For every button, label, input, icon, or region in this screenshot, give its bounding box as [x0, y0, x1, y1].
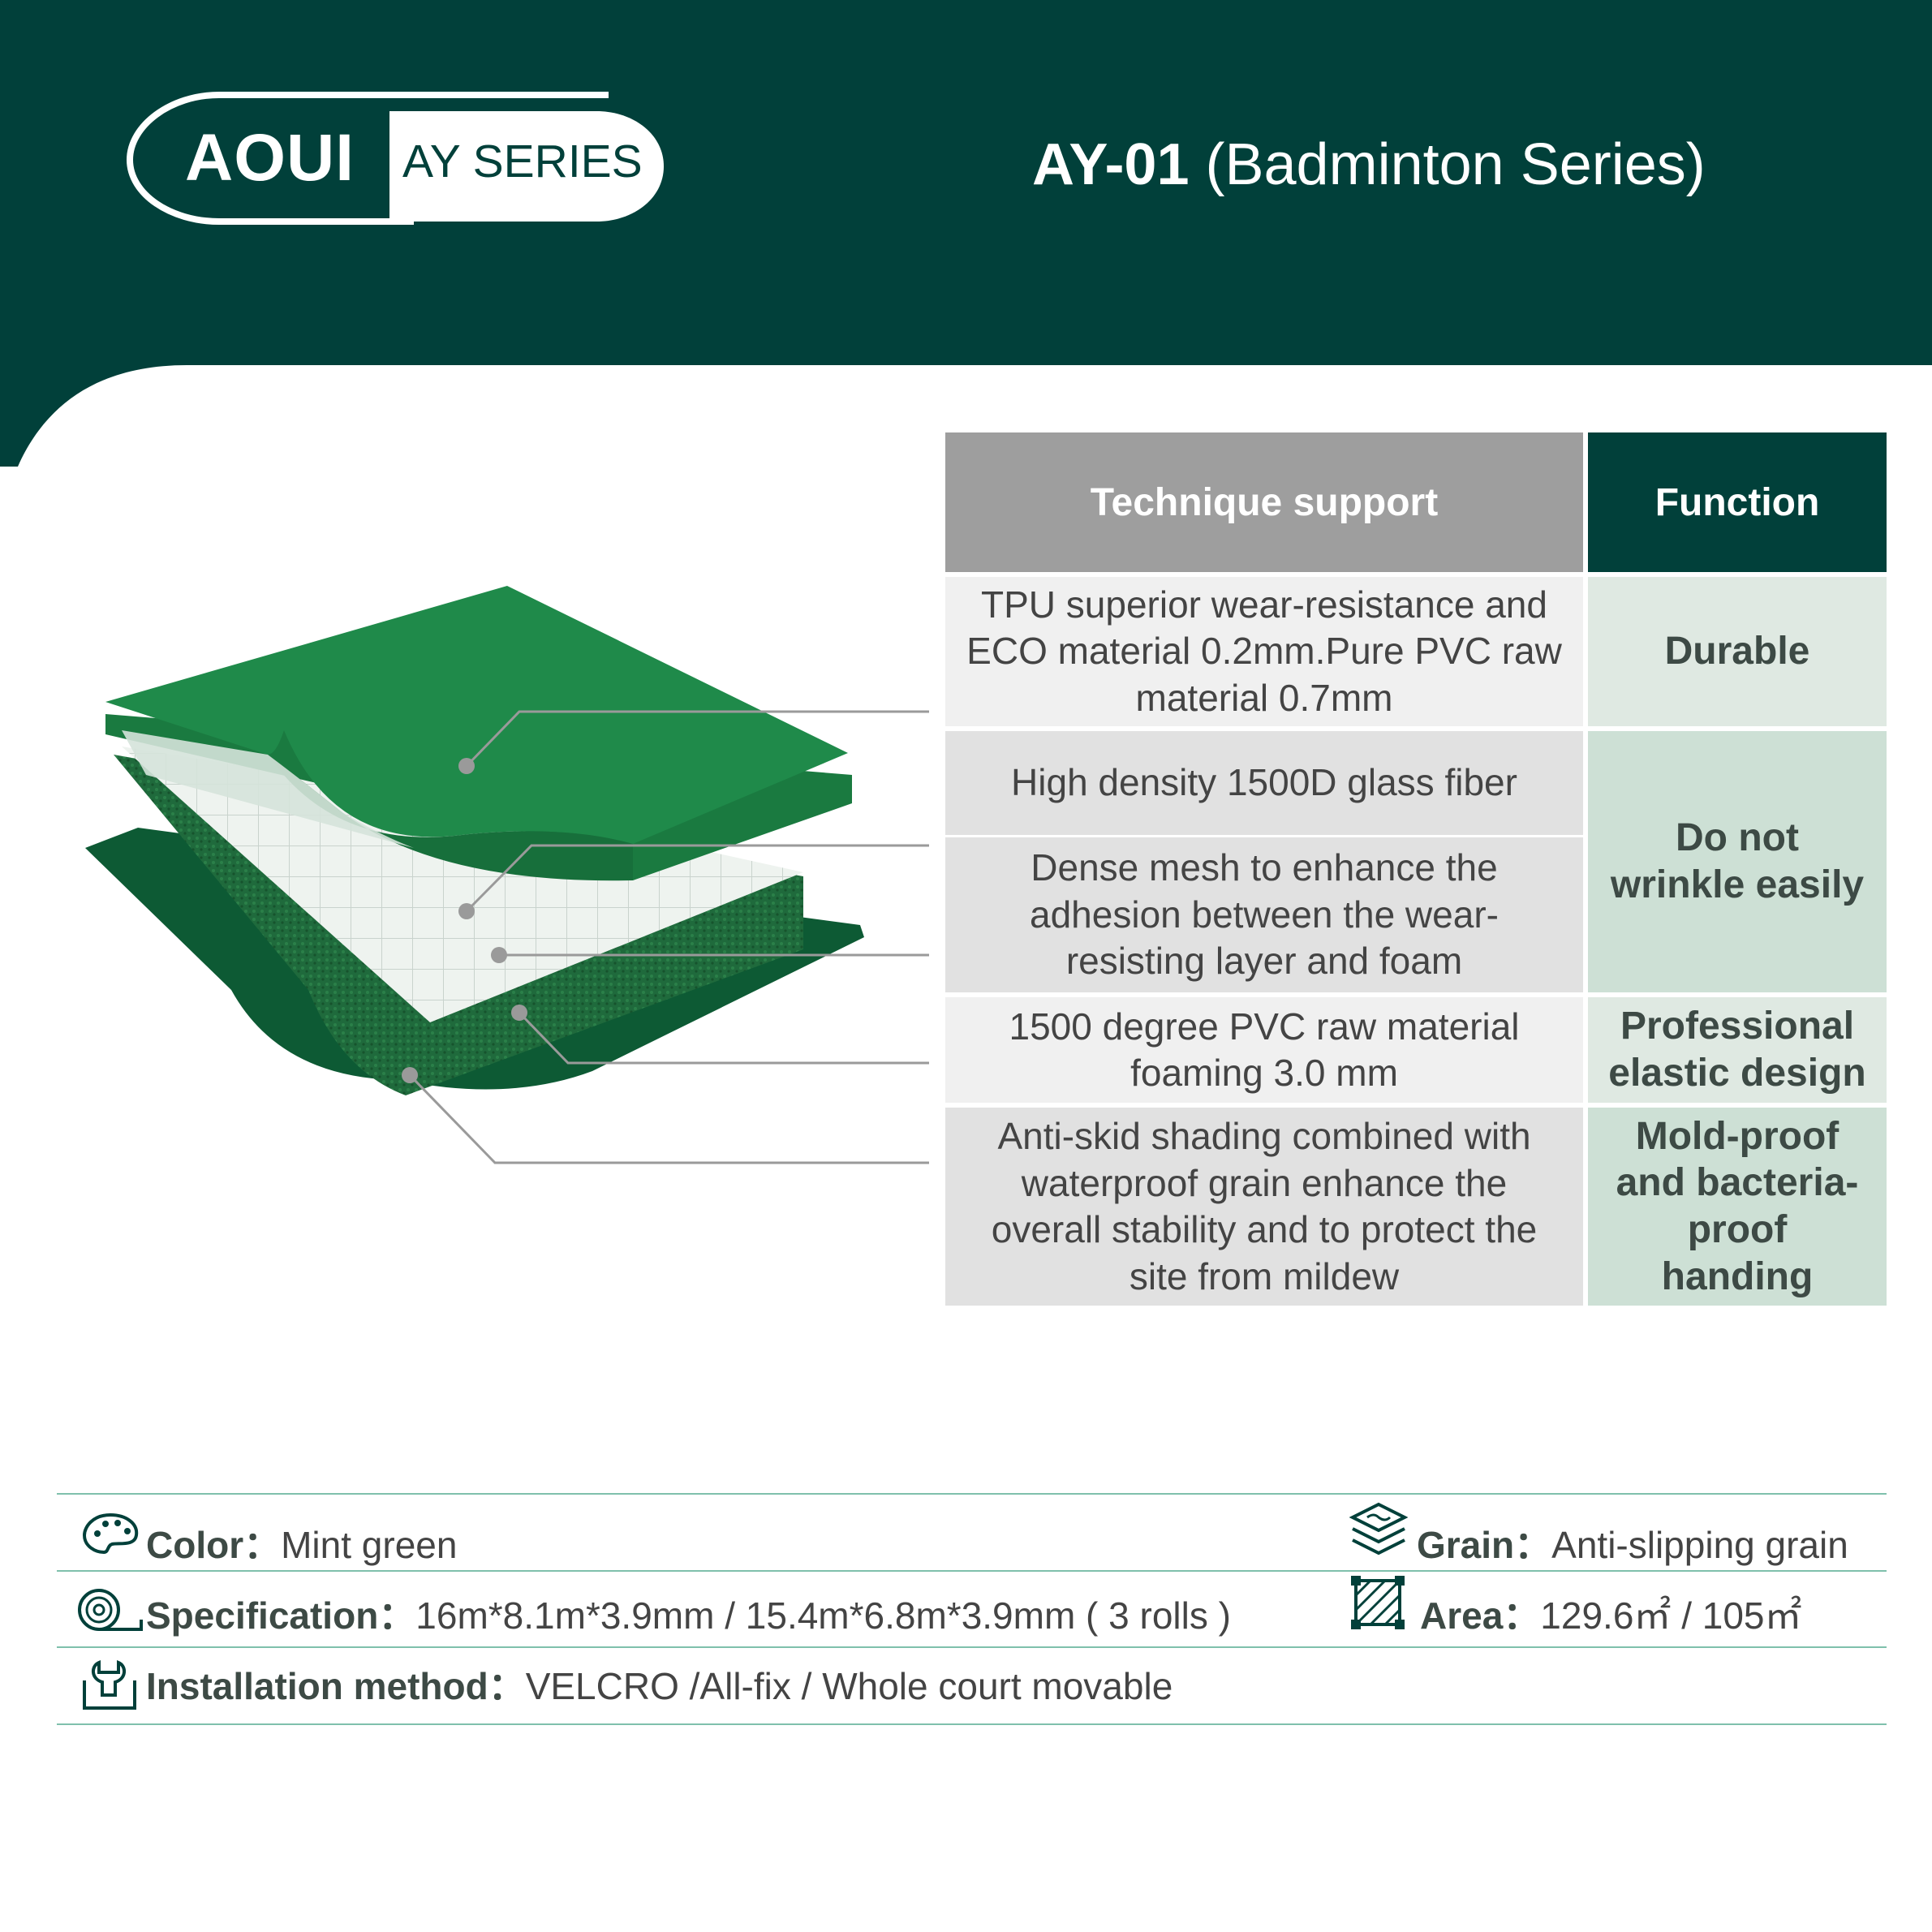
technique-header: Technique support — [945, 432, 1588, 572]
divider — [57, 1646, 1887, 1648]
roll-icon — [78, 1589, 143, 1631]
technique-cell: High density 1500D glass fiber — [945, 726, 1588, 835]
installation-value: VELCRO /All-fix / Whole court movable — [525, 1665, 1173, 1707]
function-header: Function — [1588, 432, 1887, 572]
function-cell: Professional elastic design — [1588, 992, 1887, 1103]
installation-label: Installation method： — [146, 1665, 526, 1707]
product-series-name: (Badminton Series) — [1205, 132, 1706, 197]
table-row: Anti-skid shading combined with waterpro… — [945, 1103, 1887, 1306]
specification-label: Specification： — [146, 1594, 416, 1637]
wear-layer-top — [105, 586, 848, 844]
table-row: TPU superior wear-resistance and ECO mat… — [945, 572, 1887, 726]
divider — [57, 1723, 1887, 1725]
wrench-icon — [83, 1660, 136, 1710]
grain-info: Grain：Anti-slipping grain — [1417, 1516, 1848, 1569]
callout-line-5 — [408, 1074, 929, 1164]
table-row: 1500 degree PVC raw material foaming 3.0… — [945, 992, 1887, 1103]
technique-cell: 1500 degree PVC raw material foaming 3.0… — [945, 992, 1588, 1103]
layers-icon — [1349, 1502, 1408, 1555]
specification-info: Specification：16m*8.1m*3.9mm / 15.4m*6.8… — [146, 1586, 1231, 1640]
product-code: AY-01 — [1032, 132, 1190, 197]
callout-line-1 — [465, 710, 929, 768]
divider — [57, 1570, 1887, 1572]
area-icon — [1351, 1576, 1405, 1629]
area-label: Area： — [1420, 1594, 1541, 1637]
color-value: Mint green — [281, 1524, 458, 1566]
color-info: Color：Mint green — [146, 1516, 457, 1569]
grain-value: Anti-slipping grain — [1551, 1524, 1848, 1566]
technique-cell: Dense mesh to enhance the adhesion betwe… — [945, 835, 1588, 992]
logo-series: AY SERIES — [402, 136, 643, 187]
technique-cell: Anti-skid shading combined with waterpro… — [945, 1103, 1588, 1306]
logo-badge — [126, 92, 664, 225]
area-value: 129.6㎡ / 105㎡ — [1540, 1594, 1802, 1637]
area-info: Area：129.6㎡ / 105㎡ — [1420, 1586, 1802, 1640]
technique-function-table: Technique support Function TPU superior … — [945, 432, 1887, 1306]
specification-value: 16m*8.1m*3.9mm / 15.4m*6.8m*3.9mm ( 3 ro… — [415, 1594, 1231, 1637]
layer-structure-illustration — [85, 586, 929, 1164]
function-cell: Do not wrinkle easily — [1588, 726, 1887, 992]
function-cell: Durable — [1588, 572, 1887, 726]
logo-brand: AOUI — [185, 121, 355, 195]
product-title: AY-01 (Badminton Series) — [1032, 131, 1706, 198]
color-label: Color： — [146, 1524, 282, 1566]
peeled-corner — [268, 755, 633, 881]
grain-label: Grain： — [1417, 1524, 1552, 1566]
palette-icon — [82, 1512, 139, 1555]
technique-cell: TPU superior wear-resistance and ECO mat… — [945, 572, 1588, 726]
divider — [57, 1493, 1887, 1495]
installation-info: Installation method：VELCRO /All-fix / Wh… — [146, 1657, 1173, 1710]
table-row: High density 1500D glass fiber Do not wr… — [945, 726, 1887, 992]
callout-line-2 — [465, 844, 929, 913]
function-cell: Mold-proof and bacteria-proof handing — [1588, 1103, 1887, 1306]
header-band — [0, 0, 1932, 467]
table-row: Dense mesh to enhance the adhesion betwe… — [945, 835, 1887, 992]
callout-line-4 — [518, 1011, 929, 1065]
